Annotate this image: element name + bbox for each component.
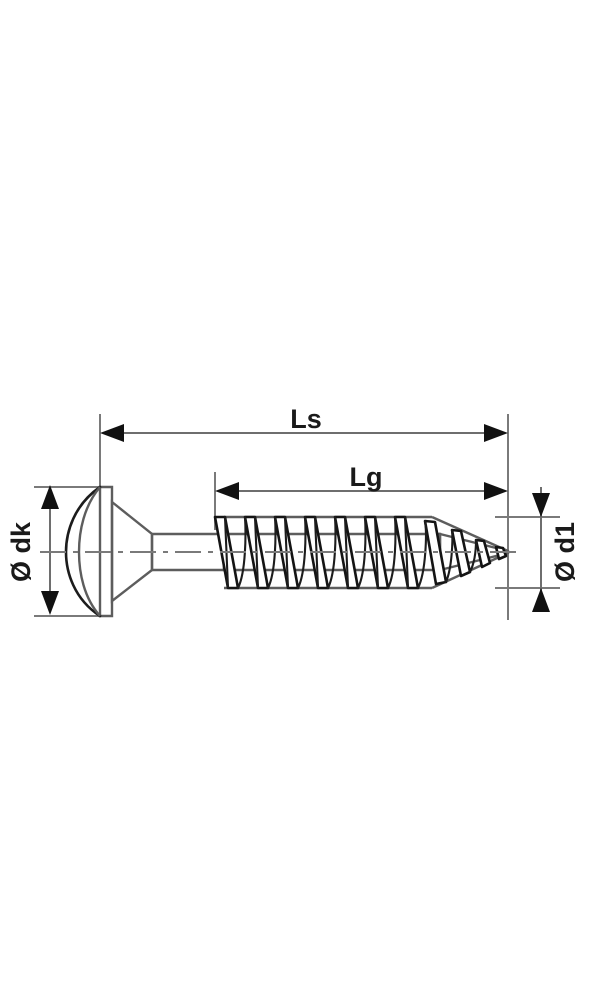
- tip-crest-top: [431, 515, 509, 553]
- head-plate: [98, 485, 114, 618]
- dimension-ls-arrow-right: [484, 424, 508, 442]
- extension-lines: [34, 414, 560, 620]
- dimension-lg: Lg: [215, 462, 508, 500]
- dimension-dk-label-group: Ø dk: [6, 521, 36, 582]
- thread-turn-10: [474, 538, 492, 569]
- thread-back-arc-8: [444, 528, 454, 584]
- thread-back-arc-9: [468, 538, 478, 574]
- dimension-d1: Ø d1: [532, 487, 580, 612]
- thread-back-arc-7: [416, 519, 427, 590]
- dimension-d1-label-group: Ø d1: [550, 522, 580, 582]
- dimension-dk-arrow-bottom: [41, 591, 59, 615]
- dimension-lg-label: Lg: [350, 462, 383, 492]
- dimension-ls-arrow-left: [100, 424, 124, 442]
- dimension-dk-arrow-top: [41, 485, 59, 509]
- screw-body: [40, 485, 520, 618]
- dimension-lg-arrow-right: [484, 482, 508, 500]
- dimension-ls-label: Ls: [290, 404, 322, 434]
- dimension-d1-arrow-bottom: [532, 588, 550, 612]
- dimension-d1-label: Ø d1: [550, 522, 580, 582]
- thread-back-arc-6: [386, 515, 397, 590]
- dimension-dk-label: Ø dk: [6, 521, 36, 582]
- dimension-dk: Ø dk: [6, 485, 59, 615]
- dimension-lg-arrow-left: [215, 482, 239, 500]
- thread-back-arc-3: [296, 515, 307, 590]
- dimension-d1-arrow-top: [532, 493, 550, 517]
- head-dome-inner-line: [77, 486, 101, 617]
- dimension-ls: Ls: [100, 404, 508, 442]
